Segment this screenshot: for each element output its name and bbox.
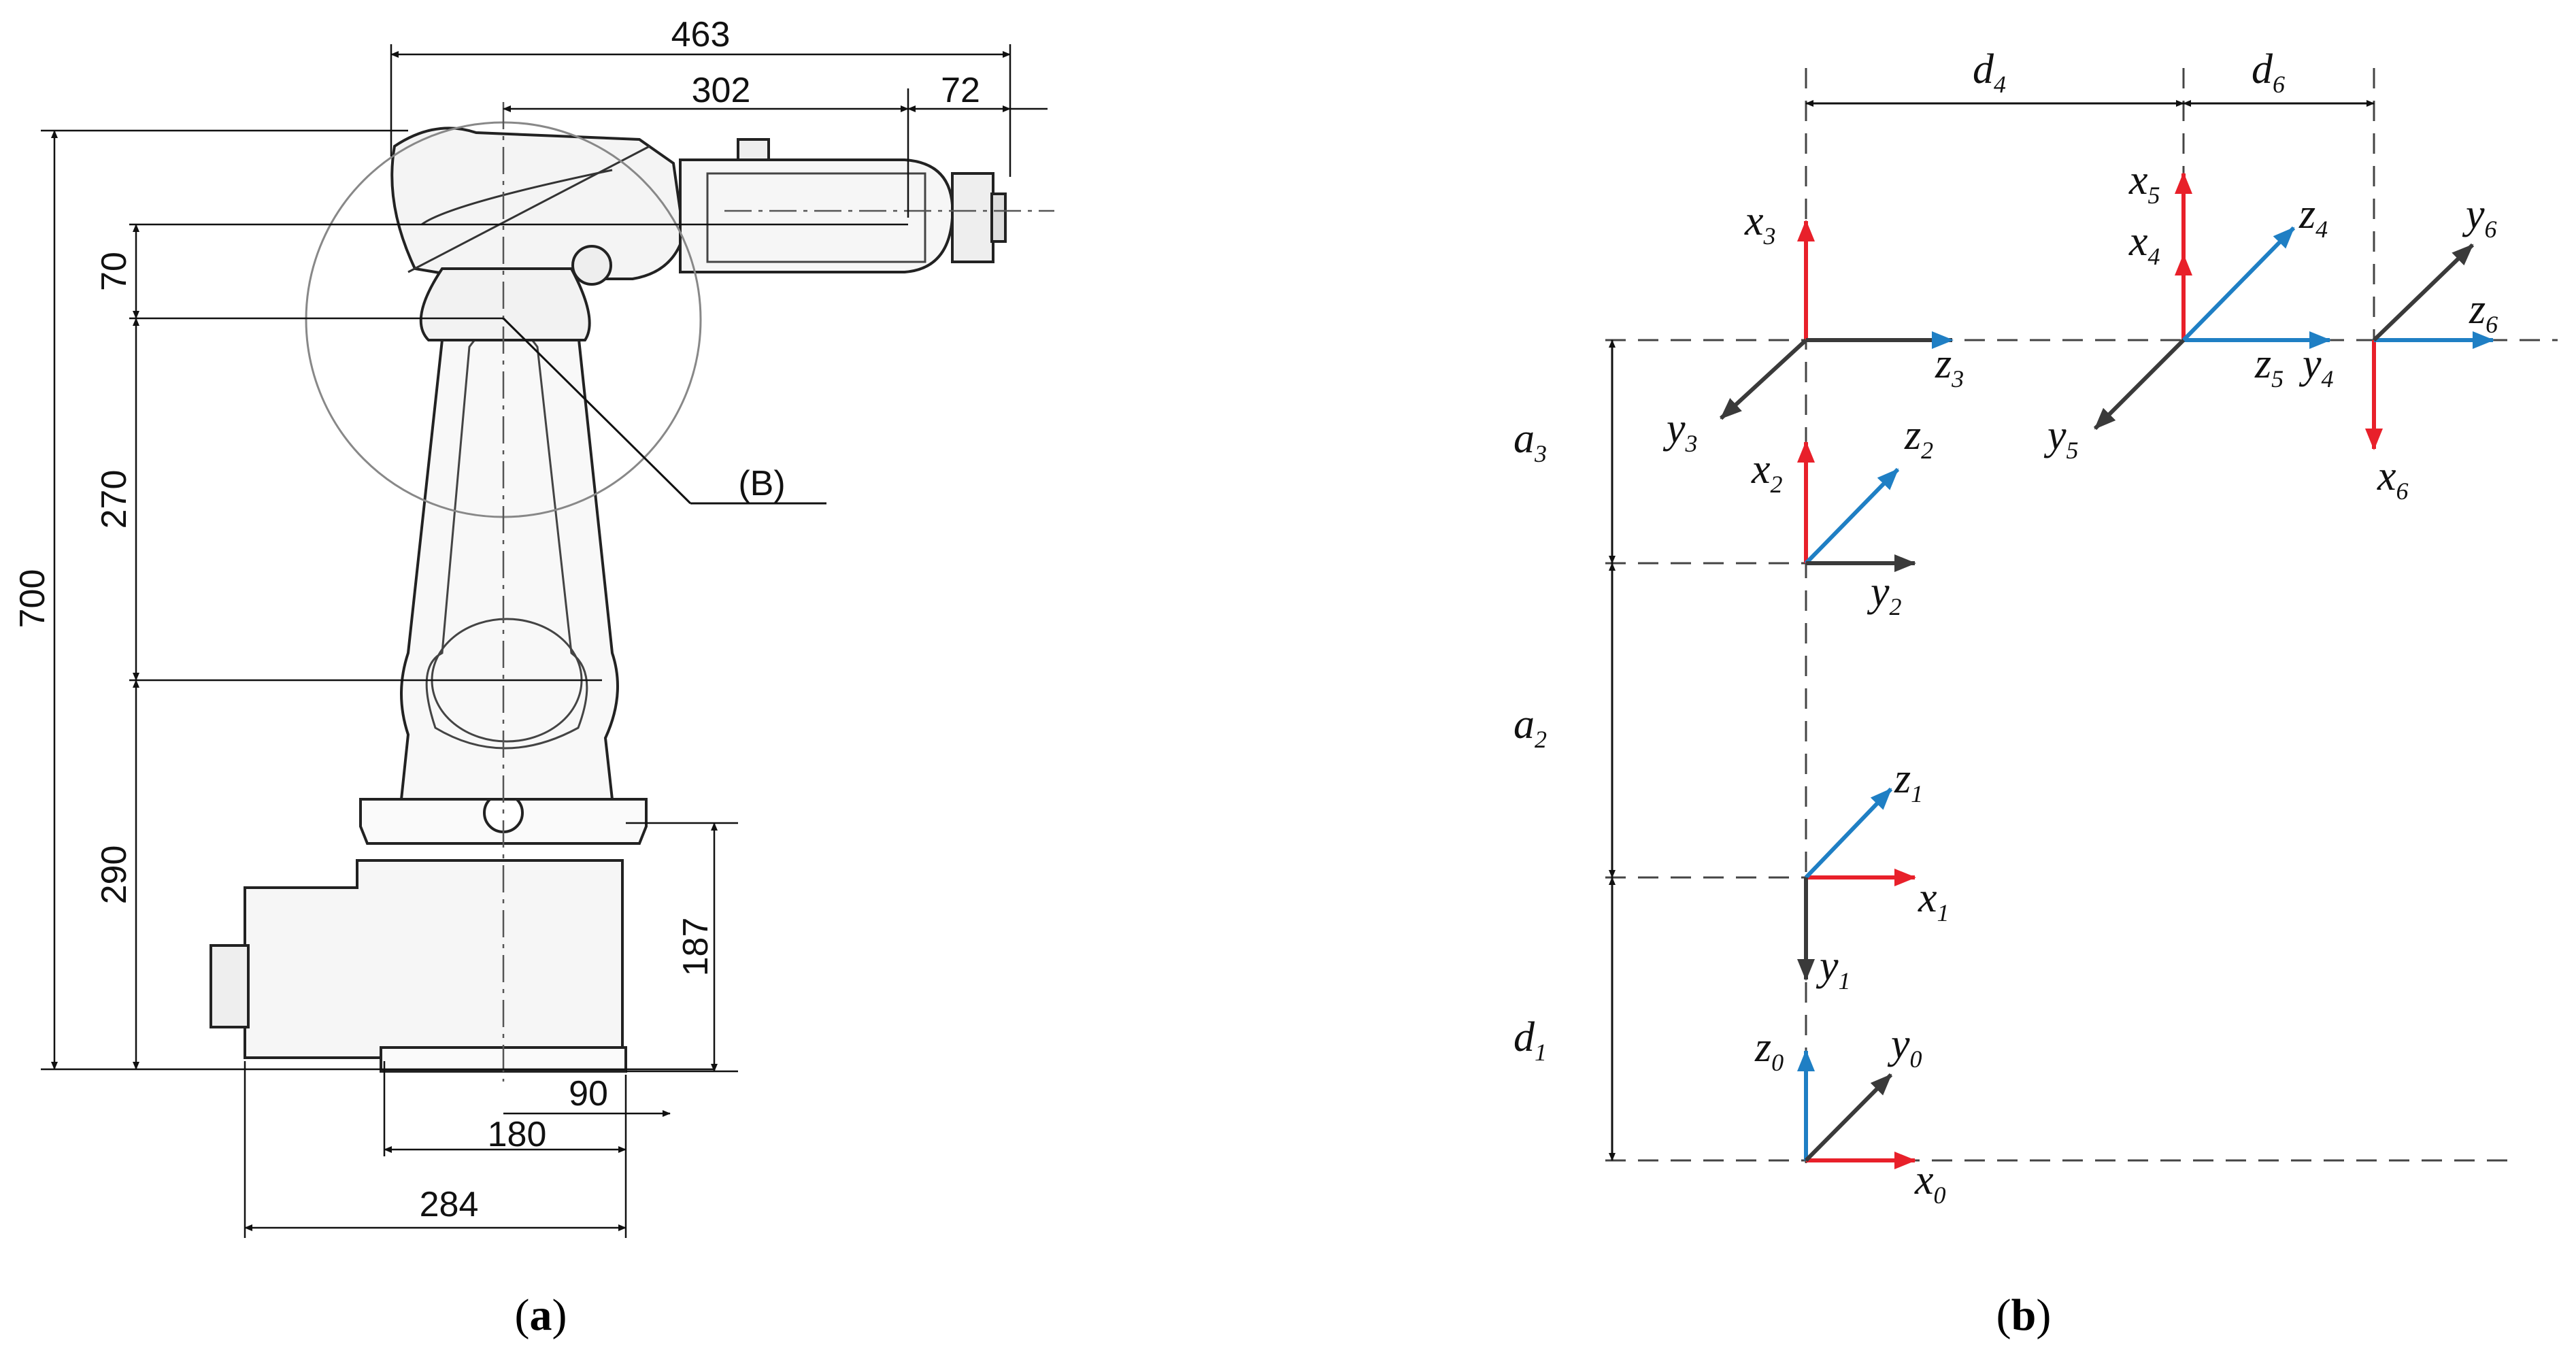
label-y6: y6 bbox=[2462, 191, 2497, 243]
dim-284: 284 bbox=[420, 1185, 479, 1224]
label-x4: x4 bbox=[2128, 218, 2160, 270]
label-z2: z2 bbox=[1904, 412, 1933, 464]
dim-70: 70 bbox=[95, 252, 134, 291]
robot-base-housing bbox=[244, 859, 624, 1059]
label-d6: d6 bbox=[2252, 46, 2285, 98]
frame-0 bbox=[1797, 1050, 1916, 1169]
frame-4-5 bbox=[2093, 172, 2331, 431]
frame-6 bbox=[2365, 243, 2494, 450]
label-z1: z1 bbox=[1894, 756, 1923, 807]
dim-290: 290 bbox=[95, 845, 134, 905]
center-lines bbox=[502, 102, 1054, 1082]
label-y0: y0 bbox=[1887, 1021, 1922, 1073]
axis-z2 bbox=[1804, 467, 1900, 565]
label-y4: y4 bbox=[2298, 341, 2334, 392]
label-z4: z4 bbox=[2298, 191, 2328, 243]
dim-72: 72 bbox=[941, 71, 980, 110]
robot-forearm bbox=[679, 158, 954, 273]
dimension-lines bbox=[51, 51, 1048, 1231]
caption-a: (a) bbox=[515, 1290, 567, 1340]
label-y5: y5 bbox=[2043, 412, 2079, 464]
frame-1 bbox=[1797, 787, 1916, 981]
label-z3: z3 bbox=[1935, 341, 1964, 392]
dim-180: 180 bbox=[488, 1115, 547, 1154]
axis-y3 bbox=[1719, 338, 1808, 420]
robot-tool-flange bbox=[951, 172, 994, 263]
label-a3: a3 bbox=[1513, 416, 1547, 467]
robot-base-connector bbox=[210, 944, 250, 1028]
callout-leader bbox=[502, 317, 826, 505]
dim-700: 700 bbox=[13, 569, 52, 629]
dim-90: 90 bbox=[569, 1074, 608, 1113]
frame-3 bbox=[1719, 220, 1954, 420]
label-z0: z0 bbox=[1754, 1024, 1784, 1076]
frame-2 bbox=[1797, 441, 1916, 572]
robot-drawing bbox=[210, 127, 1007, 1073]
label-x3: x3 bbox=[1744, 198, 1776, 250]
label-x6: x6 bbox=[2377, 453, 2409, 505]
dim-302: 302 bbox=[692, 71, 751, 110]
extension-lines bbox=[41, 44, 1011, 1238]
callout-b: (B) bbox=[738, 464, 785, 503]
axis-z4 bbox=[2181, 226, 2296, 342]
panel-a: 463 302 72 70 270 700 290 187 90 180 284… bbox=[13, 15, 1054, 1340]
axis-z1 bbox=[1804, 787, 1893, 879]
label-z5: z5 bbox=[2254, 341, 2284, 392]
caption-b: (b) bbox=[1996, 1290, 2052, 1340]
label-x5: x5 bbox=[2128, 157, 2160, 209]
label-d1: d1 bbox=[1513, 1014, 1547, 1066]
axis-y0 bbox=[1804, 1073, 1893, 1162]
axis-y5 bbox=[2093, 338, 2186, 431]
axis-y6 bbox=[2372, 243, 2475, 342]
label-y1: y1 bbox=[1816, 943, 1851, 994]
dim-463: 463 bbox=[671, 15, 731, 54]
label-a2: a2 bbox=[1513, 701, 1547, 753]
dim-270: 270 bbox=[95, 470, 134, 529]
label-z6: z6 bbox=[2469, 286, 2498, 338]
panel-b: d4 d6 a3 a2 d1 x0 z0 y0 x1 z1 y1 x2 z2 bbox=[1513, 46, 2558, 1340]
label-d4: d4 bbox=[1973, 46, 2006, 98]
label-x1: x1 bbox=[1918, 875, 1950, 926]
label-y2: y2 bbox=[1867, 569, 1902, 620]
label-x2: x2 bbox=[1751, 446, 1783, 498]
distance-lines bbox=[1609, 100, 2375, 1161]
label-x0: x0 bbox=[1914, 1157, 1946, 1209]
label-y3: y3 bbox=[1662, 405, 1698, 457]
dim-187: 187 bbox=[676, 918, 716, 977]
